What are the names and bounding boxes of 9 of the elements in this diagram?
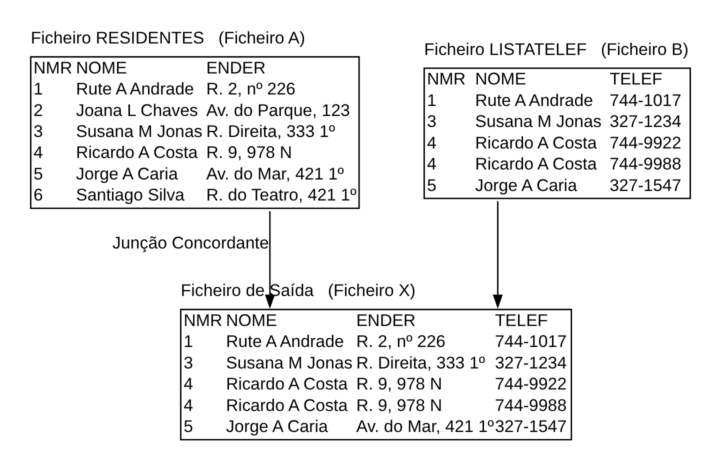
- arrow: [264, 211, 275, 309]
- node-label: Ficheiro LISTATELEF (Ficheiro B): [424, 40, 689, 59]
- arrow: [492, 201, 503, 309]
- edge-label: Junção Concordante: [112, 233, 269, 252]
- node-box: NMR NOME TELEF 1 Rute A Andrade 744-1017 3 Susana M Jonas 327-1234 4 Ricardo A Costa 744-9922 4 Ricardo A Costa 744-9988 5 Jorge A Caria 327-1547: [423, 68, 691, 200]
- node-label: Ficheiro RESIDENTES (Ficheiro A): [30, 28, 306, 48]
- node-box: NMR NOME ENDER 1 Rute A Andrade R. 2, nº 226 2 Joana L Chaves Av. do Parque, 123 3 Susana M Jonas R. Direita, 333 1º 4 Ricardo A Costa R. 9, 978 N 5 Jorge A Caria Av. do Mar, 421 1º 6 Santiago Silva R. do Teatro, 421 1º: [30, 56, 360, 210]
- node-label: Ficheiro de Saída (Ficheiro X): [180, 281, 416, 300]
- node-box: NMR NOME ENDER TELEF 1 Rute A Andrade R. 2, nº 226 744-1017 3 Susana M Jonas R. Direita, 333 1º 327-1234 4 Ricardo A Costa R. 9, 978 N 744-9922 4 Ricardo A Costa R. 9, 978 N 744-9988 5 Jorge A Caria Av. do Mar, 421 1º327-1547: [180, 308, 572, 440]
